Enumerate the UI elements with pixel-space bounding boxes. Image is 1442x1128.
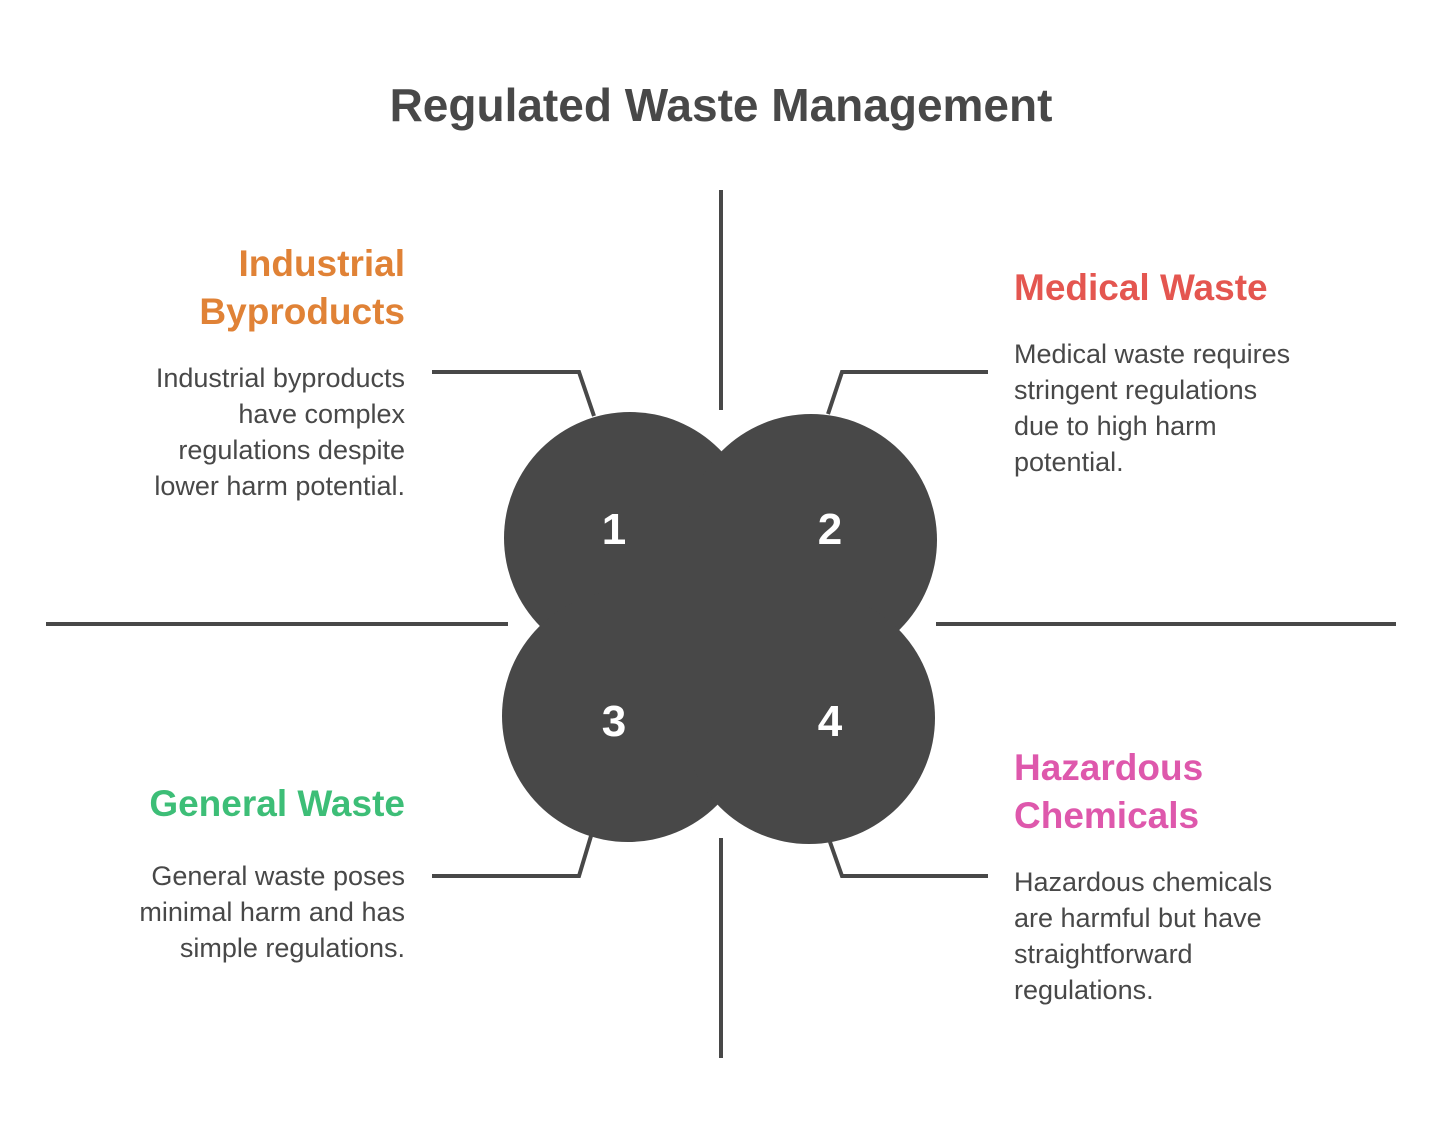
hazardous-desc-line: regulations. — [1014, 975, 1154, 1005]
connector-4 — [828, 841, 988, 878]
industrial-desc-line: have complex — [238, 399, 405, 429]
number-3: 3 — [602, 697, 626, 746]
page-title: Regulated Waste Management — [389, 79, 1053, 131]
medical-desc-line: stringent regulations — [1014, 375, 1258, 405]
number-1: 1 — [602, 505, 626, 554]
medical-description: Medical waste requires stringent regulat… — [1014, 336, 1414, 480]
number-4: 4 — [818, 697, 843, 746]
hazardous-desc-line: Hazardous chemicals — [1014, 867, 1273, 897]
hazardous-description: Hazardous chemicals are harmful but have… — [1014, 864, 1414, 1008]
hazardous-desc-line: are harmful but have — [1014, 903, 1262, 933]
hazardous-heading: Hazardous Chemicals — [1014, 744, 1414, 840]
industrial-heading: Industrial Byproducts — [45, 240, 405, 336]
industrial-heading-line2: Byproducts — [199, 291, 405, 332]
medical-desc-line: potential. — [1014, 447, 1124, 477]
hazardous-heading-line2: Chemicals — [1014, 795, 1200, 836]
number-2: 2 — [818, 505, 842, 554]
hazardous-heading-line1: Hazardous — [1014, 747, 1204, 788]
connector-3 — [432, 835, 593, 878]
general-heading: General Waste — [45, 780, 405, 828]
hazardous-desc-line: straightforward — [1014, 939, 1193, 969]
industrial-desc-line: regulations despite — [178, 435, 405, 465]
general-heading-line1: General Waste — [149, 783, 405, 824]
industrial-desc-line: lower harm potential. — [154, 471, 405, 501]
general-desc-line: General waste poses — [151, 861, 405, 891]
medical-heading: Medical Waste — [1014, 264, 1414, 312]
general-description: General waste poses minimal harm and has… — [45, 858, 405, 966]
general-desc-line: simple regulations. — [179, 933, 405, 963]
medical-desc-line: Medical waste requires — [1014, 339, 1291, 369]
industrial-heading-line1: Industrial — [238, 243, 405, 284]
connector-1 — [432, 370, 596, 417]
industrial-description: Industrial byproducts have complex regul… — [45, 360, 405, 504]
medical-heading-line1: Medical Waste — [1014, 267, 1268, 308]
circle-center-fill — [630, 540, 810, 716]
connector-2 — [826, 370, 988, 415]
medical-desc-line: due to high harm — [1014, 411, 1217, 441]
industrial-desc-line: Industrial byproducts — [155, 363, 405, 393]
general-desc-line: minimal harm and has — [139, 897, 405, 927]
